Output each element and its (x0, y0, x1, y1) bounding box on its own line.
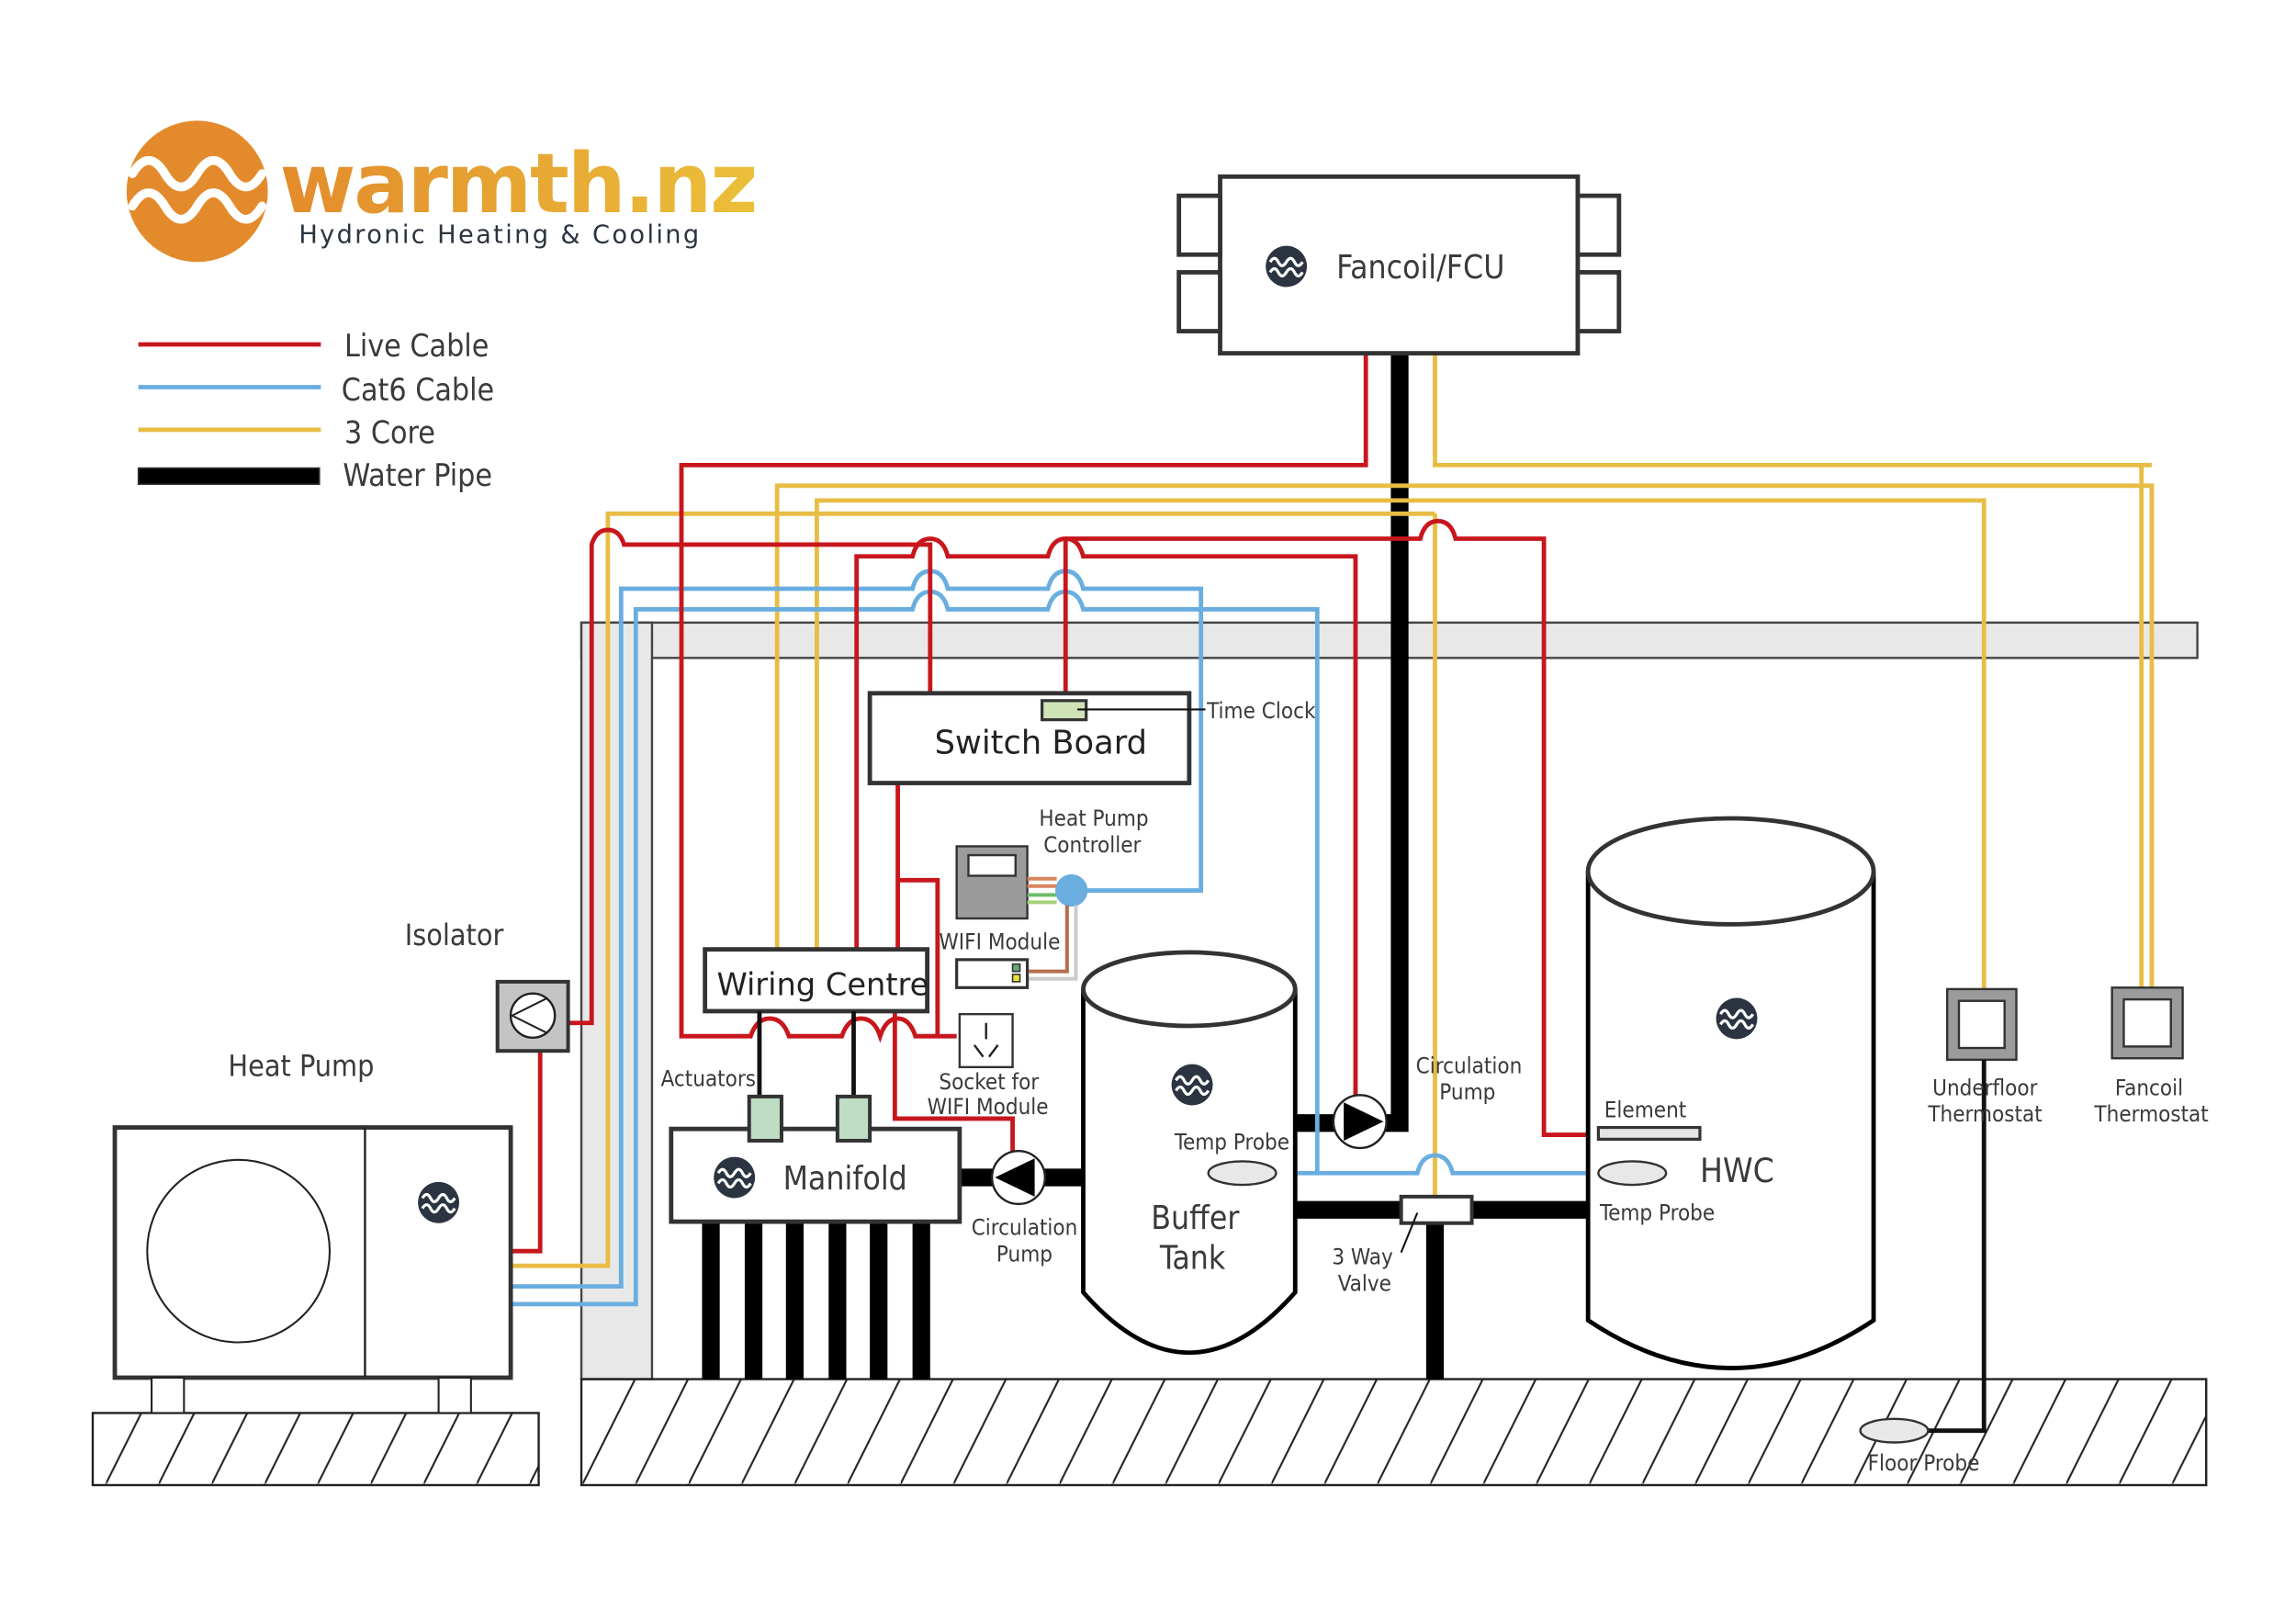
buffer-temp-probe[interactable] (1207, 1160, 1277, 1187)
isolator-label: Isolator (405, 918, 504, 952)
brand-name: warmth.nz (280, 137, 759, 232)
wiring-centre-label: Wiring Centre (716, 966, 929, 1002)
legend-item-cat6: Cat6 Cable (138, 372, 494, 408)
manifold[interactable]: Manifold (669, 1126, 962, 1224)
isolator[interactable]: Isolator (405, 918, 570, 1053)
hwc-temp-probe[interactable] (1597, 1160, 1668, 1187)
warmth-logo-icon (1170, 1063, 1215, 1108)
circulation-pump-left[interactable]: Circulation Pump (972, 1149, 1078, 1267)
circ-pump-right-label-2: Pump (1439, 1079, 1495, 1105)
underfloor-thermostat[interactable]: Underfloor Thermostat (1925, 987, 2043, 1434)
hp-controller-label-1: Heat Pump (1039, 805, 1148, 831)
actuators-label: Actuators (661, 1066, 756, 1092)
heat-pump-controller[interactable]: Heat Pump Controller (955, 805, 1149, 981)
switch-board-label: Switch Board (935, 725, 1147, 762)
circ-pump-left-label-1: Circulation (972, 1215, 1078, 1241)
wifi-module[interactable]: WIFI Module (939, 929, 1060, 989)
three-way-valve[interactable]: 3 Way Valve (1332, 1194, 1474, 1297)
buffer-temp-probe-label: Temp Probe (1174, 1130, 1289, 1155)
time-clock-label: Time Clock (1206, 698, 1316, 724)
hwc-temp-probe-label: Temp Probe (1599, 1200, 1715, 1226)
switch-board[interactable]: Time Clock Switch Board (867, 691, 1316, 785)
heat-pump-pad (91, 1412, 540, 1487)
actuators[interactable]: Actuators (661, 1066, 872, 1143)
hwc-label: HWC (1700, 1151, 1774, 1190)
wifi-socket[interactable]: Socket for WIFI Module (928, 1012, 1049, 1120)
warmth-logo-icon (1714, 996, 1760, 1041)
three-way-valve-label-1: 3 Way (1332, 1245, 1393, 1270)
circ-pump-right-label-1: Circulation (1416, 1053, 1523, 1078)
underfloor-loops (702, 1222, 930, 1380)
floor-probe-label: Floor Probe (1868, 1450, 1980, 1476)
element-label: Element (1604, 1097, 1686, 1122)
buffer-tank-label-2: Tank (1159, 1239, 1226, 1277)
warmth-logo-icon (712, 1155, 757, 1200)
hot-water-cylinder[interactable]: Element HWC Temp Probe (1585, 816, 1876, 1370)
manifold-label: Manifold (783, 1160, 907, 1198)
hp-controller-label-2: Controller (1043, 832, 1141, 858)
legend-label: Cat6 Cable (342, 372, 494, 408)
heat-pump[interactable]: Heat Pump (112, 1048, 513, 1414)
brand-logo: warmth.nz Hydronic Heating & Cooling (126, 120, 759, 263)
cat6-junction (1055, 873, 1088, 907)
three-core-cables (512, 353, 2155, 1268)
fancoil-thermostat-label-1: Fancoil (2115, 1075, 2183, 1100)
fancoil-unit[interactable]: Fancoil/FCU (1176, 174, 1622, 356)
wifi-module-label: WIFI Module (939, 929, 1060, 955)
warmth-logo-icon (1264, 244, 1309, 289)
legend-item-3core: 3 Core (138, 414, 435, 450)
three-way-valve-label-2: Valve (1338, 1270, 1391, 1296)
fancoil-label: Fancoil/FCU (1336, 249, 1504, 287)
legend-label: Water Pipe (343, 457, 492, 493)
legend: Live Cable Cat6 Cable 3 Core Water Pipe (137, 328, 494, 493)
legend-label: Live Cable (344, 328, 489, 364)
warmth-logo-icon (126, 120, 268, 263)
floor-probe[interactable]: Floor Probe (1859, 1417, 1980, 1476)
warmth-logo-icon (416, 1180, 461, 1225)
socket-label-2: WIFI Module (928, 1094, 1049, 1120)
live-cables (512, 353, 1602, 1254)
circulation-pump-right[interactable]: Circulation Pump (1332, 1053, 1523, 1150)
brand-tagline: Hydronic Heating & Cooling (298, 220, 699, 249)
fancoil-thermostat-label-2: Thermostat (2093, 1101, 2208, 1127)
heat-pump-label: Heat Pump (228, 1048, 374, 1083)
fancoil-thermostat[interactable]: Fancoil Thermostat (2093, 986, 2209, 1127)
underfloor-thermostat-label-1: Underfloor (1932, 1075, 2037, 1100)
heat-pump-fan (146, 1158, 332, 1344)
buffer-tank-label-1: Buffer (1151, 1200, 1240, 1237)
building-structure (91, 621, 2208, 1487)
legend-label: 3 Core (344, 414, 435, 450)
underfloor-thermostat-label-2: Thermostat (1927, 1101, 2042, 1127)
circ-pump-left-label-2: Pump (996, 1241, 1052, 1267)
legend-item-live: Live Cable (138, 328, 489, 364)
buffer-tank[interactable]: Temp Probe Buffer Tank (1081, 950, 1298, 1356)
wiring-centre[interactable]: Wiring Centre (703, 947, 930, 1097)
legend-item-water-pipe: Water Pipe (137, 457, 492, 493)
hwc-element[interactable] (1596, 1125, 1702, 1141)
socket-label-1: Socket for (939, 1069, 1039, 1095)
